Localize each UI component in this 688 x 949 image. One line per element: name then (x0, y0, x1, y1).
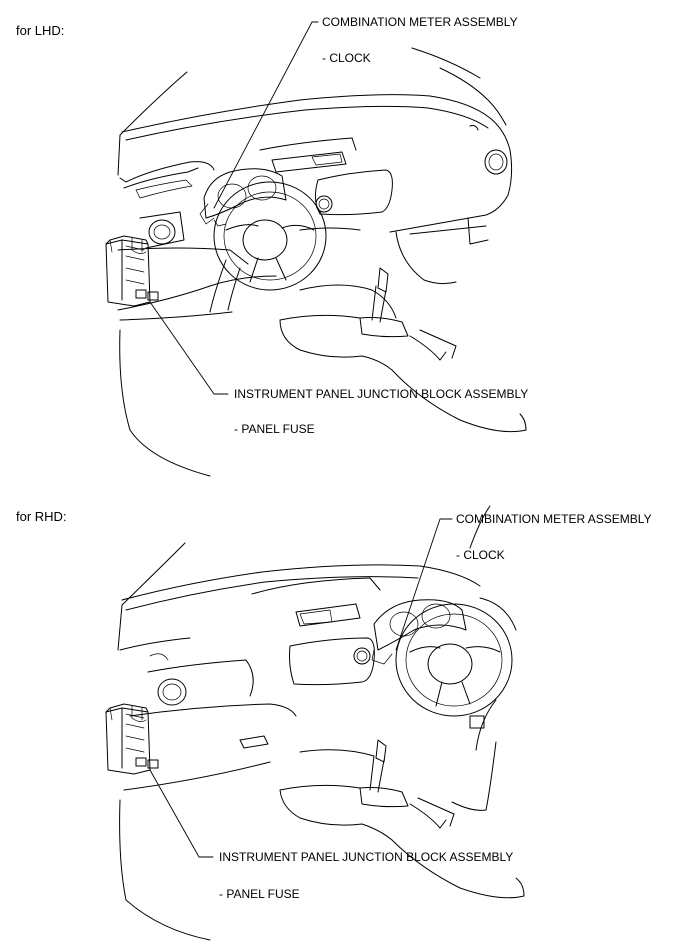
lhd-leader-lines (149, 21, 319, 395)
lhd-dashboard-drawing (117, 47, 527, 477)
rhd-dashboard-drawing (117, 505, 525, 941)
lhd-combination-meter-label: COMBINATION METER ASSEMBLY (322, 15, 518, 29)
rhd-clock-label: - CLOCK (456, 548, 505, 562)
lhd-panel-fuse-label: - PANEL FUSE (234, 422, 315, 436)
rhd-junction-block-drawing (105, 703, 159, 775)
rhd-panel-fuse-label: - PANEL FUSE (219, 887, 300, 901)
rhd-section-label: for RHD: (16, 509, 67, 524)
rhd-junction-block-label: INSTRUMENT PANEL JUNCTION BLOCK ASSEMBLY (219, 850, 514, 864)
lhd-clock-label: - CLOCK (322, 51, 371, 65)
lhd-junction-block-drawing (105, 235, 159, 307)
lhd-section-label: for LHD: (16, 23, 65, 38)
rhd-leader-lines (149, 518, 453, 858)
lhd-junction-block-label: INSTRUMENT PANEL JUNCTION BLOCK ASSEMBLY (234, 387, 529, 401)
rhd-combination-meter-label: COMBINATION METER ASSEMBLY (456, 512, 652, 526)
